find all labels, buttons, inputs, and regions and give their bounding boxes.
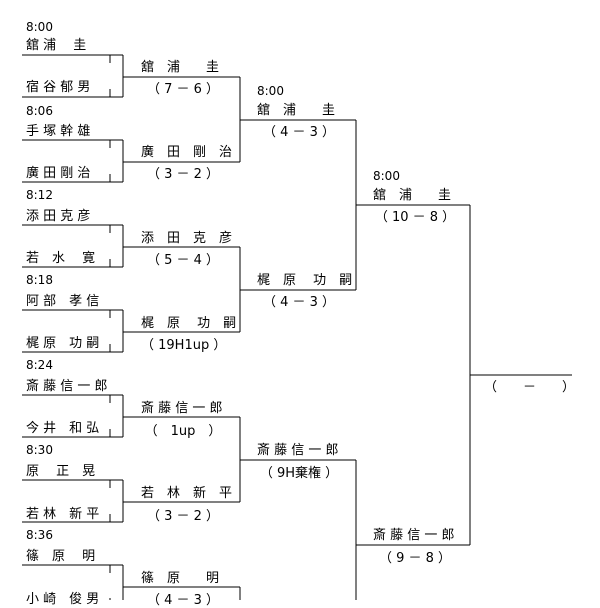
match-time: 8:24 (26, 358, 53, 372)
match-score: （ 9H棄権 ） (259, 466, 339, 481)
match-time: 8:12 (26, 188, 53, 202)
player-name: 原 正 晃 (26, 464, 96, 479)
player-name: 篠 原 明 (26, 549, 96, 564)
match-winner: 添 田 克 彦 (141, 231, 233, 246)
match-winner: 梶 原 功 嗣 (257, 273, 353, 288)
match-winner: 斎 藤 信 一 郎 (257, 443, 339, 458)
match-winner: 若 林 新 平 (141, 486, 233, 501)
match-score: （ 4 － 3 ） (262, 295, 336, 310)
match-time: 8:00 (26, 20, 53, 34)
match-score: （ 4 － 3 ） (262, 125, 336, 140)
player-name: 添 田 克 彦 (26, 209, 91, 224)
player-name: 今 井 和 弘 (26, 421, 100, 436)
match-winner: 斎 藤 信 一 郎 (373, 528, 455, 543)
player-name: 手 塚 幹 雄 (26, 124, 91, 139)
match-winner: 梶 原 功 嗣 (141, 316, 237, 331)
match-score: （ 4 － 3 ） (146, 593, 220, 608)
match-time: 8:00 (373, 169, 400, 183)
match-time: 8:18 (26, 273, 53, 287)
match-winner: 舘 浦 圭 (257, 103, 336, 118)
player-name: 若 林 新 平 (26, 507, 100, 522)
match-winner: 斎 藤 信 一 郎 (141, 401, 223, 416)
match-score: （ 3 － 2 ） (146, 167, 220, 182)
match-winner: 舘 浦 圭 (373, 188, 452, 203)
match-time: 8:36 (26, 528, 53, 542)
match-score: （ 7 － 6 ） (146, 82, 220, 97)
match-winner: 篠 原 明 (141, 571, 220, 586)
player-name: 宿 谷 郁 男 (26, 80, 91, 95)
match-time: 8:06 (26, 104, 53, 118)
match-score: （ 19H1up ） (141, 338, 227, 353)
player-name: 若 水 寛 (26, 251, 96, 266)
match-score: （ 9 － 8 ） (378, 551, 452, 566)
player-name: 斎 藤 信 一 郎 (26, 379, 108, 394)
match-time: 8:30 (26, 443, 53, 457)
match-score: （ 3 － 2 ） (146, 509, 220, 524)
match-winner: 廣 田 剛 治 (141, 145, 233, 160)
player-name: 廣 田 剛 治 (26, 166, 91, 181)
final-score: （ － ） (484, 380, 576, 395)
player-name: 舘 浦 圭 (26, 38, 87, 53)
match-score: （ 10 － 8 ） (374, 210, 456, 225)
match-time: 8:00 (257, 84, 284, 98)
match-score: （ 1up ） (144, 424, 222, 439)
player-name: 梶 原 功 嗣 (26, 336, 100, 351)
match-score: （ 5 － 4 ） (146, 253, 220, 268)
match-winner: 舘 浦 圭 (141, 60, 220, 75)
player-name: 阿 部 孝 信 (26, 294, 100, 309)
